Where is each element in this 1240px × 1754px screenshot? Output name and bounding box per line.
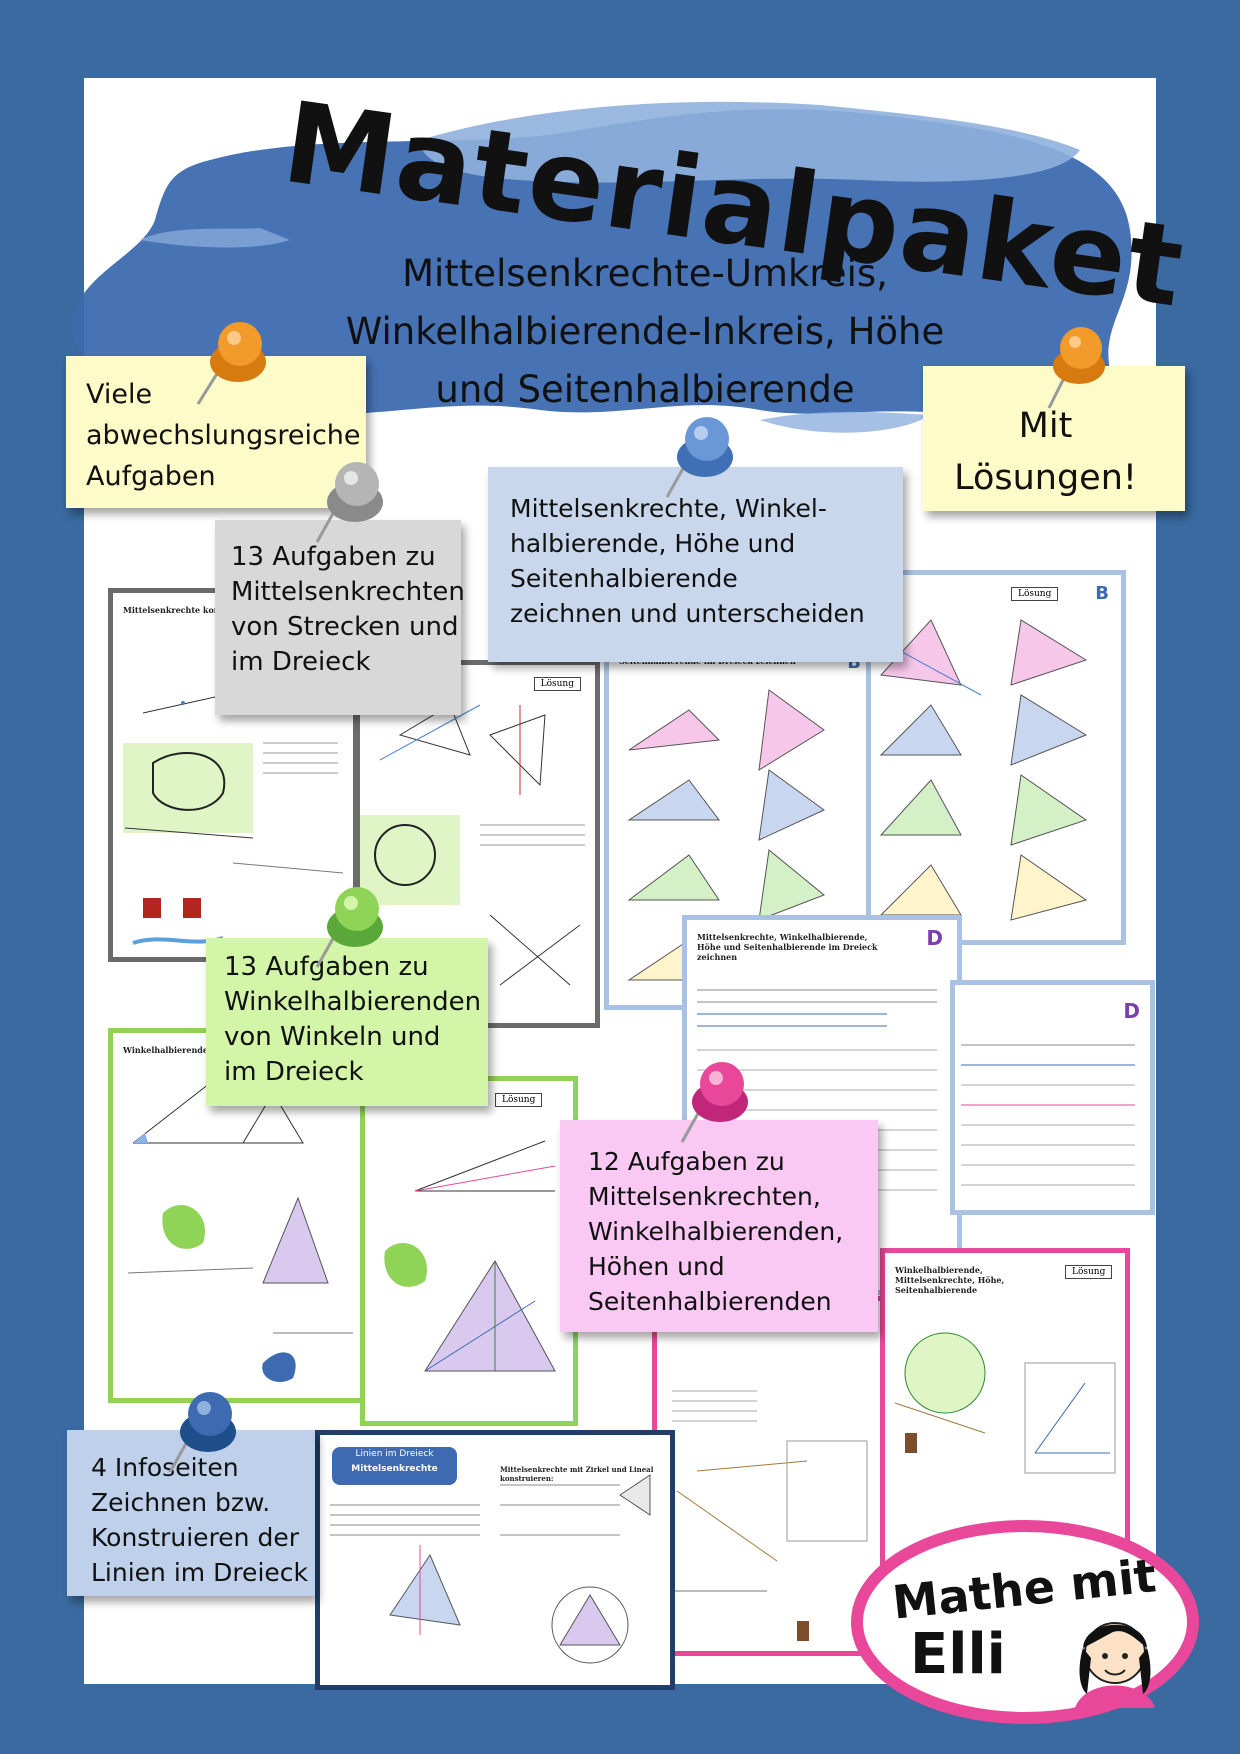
note-viele-line-1: Viele <box>86 379 153 410</box>
info-page-right-title: Mittelsenkrechte mit Zirkel und Lineal k… <box>500 1465 654 1483</box>
pushpin-icon <box>315 887 383 968</box>
note-info-line-3: Konstruieren der <box>91 1523 299 1552</box>
worksheet-sketch <box>871 619 1088 921</box>
note-pink-line-1: 12 Aufgaben zu <box>588 1147 785 1176</box>
note-pink-line-5: Seitenhalbierenden <box>588 1287 832 1316</box>
note-gray-line-1: 13 Aufgaben zu <box>231 542 436 572</box>
worksheet-sketch <box>127 1072 353 1383</box>
pushpin-icon <box>196 322 266 405</box>
note-viele-line-3: Aufgaben <box>86 461 216 492</box>
note-info-line-4: Linien im Dreieck <box>91 1558 308 1587</box>
worksheet-vergleich-loesung: D <box>950 980 1155 1215</box>
note-gray-line-3: von Strecken und <box>231 612 459 642</box>
loesung-tag: Lösung <box>1065 1265 1113 1279</box>
subtitle: Mittelsenkrechte-Umkreis, Winkelhalbiere… <box>250 245 1040 419</box>
note-info: 4 Infoseiten Zeichnen bzw. Konstruieren … <box>67 1430 315 1596</box>
pushpin-icon <box>168 1392 236 1473</box>
note-mit-line-2: Lösungen! <box>954 458 1137 498</box>
note-pink-line-4: Höhen und <box>588 1252 725 1281</box>
note-mit: Mit Lösungen! <box>923 366 1185 511</box>
note-mit-line-1: Mit <box>1018 406 1073 446</box>
note-pink: 12 Aufgaben zu Mittelsenkrechten, Winkel… <box>560 1120 878 1332</box>
info-page-header: Linien im Dreieck Mittelsenkrechte <box>332 1447 457 1485</box>
worksheet-zeichnen-loesung: Lösung B <box>866 570 1126 945</box>
note-green-line-1: 13 Aufgaben zu <box>224 952 429 982</box>
note-viele-line-2: abwechslungsreiche <box>86 420 361 451</box>
info-page-sketch <box>330 1474 651 1664</box>
worksheet-lines <box>961 1044 1135 1186</box>
pushpin-icon <box>680 1062 748 1143</box>
note-green: 13 Aufgaben zu Winkelhalbierenden von Wi… <box>206 938 488 1106</box>
worksheet-sketch <box>384 1140 556 1372</box>
info-page-subtitle: Mittelsenkrechte <box>351 1464 438 1474</box>
worksheet-title: Mittelsenkrechte, Winkelhalbierende, Höh… <box>697 932 878 962</box>
pushpin-icon <box>315 462 383 543</box>
note-info-line-1: 4 Infoseiten <box>91 1453 239 1482</box>
worksheet-title: Winkelhalbierende konstruieren <box>123 1045 269 1055</box>
badge-d: D <box>1123 999 1140 1023</box>
loesung-tag: Lösung <box>1011 587 1059 601</box>
note-blue-line-1: Mittelsenkrechte, Winkel- <box>510 494 827 523</box>
note-green-line-4: im Dreieck <box>224 1057 364 1087</box>
note-blue: Mittelsenkrechte, Winkel- halbierende, H… <box>488 467 903 662</box>
badge-d: D <box>926 926 943 950</box>
elli-avatar-icon <box>1075 1622 1155 1708</box>
worksheet-winkel-loesung: Lösung <box>360 1076 578 1426</box>
title-cloud <box>73 101 1132 433</box>
worksheet-title: Mittelsenkrechte konstruieren <box>123 605 262 615</box>
note-pink-line-3: Winkelhalbierenden, <box>588 1217 844 1246</box>
note-info-line-2: Zeichnen bzw. <box>91 1488 271 1517</box>
note-blue-line-4: zeichnen und unterscheiden <box>510 599 865 628</box>
subtitle-line-2: Winkelhalbierende-Inkreis, Höhe <box>345 310 945 353</box>
subtitle-line-3: und Seitenhalbierende <box>435 368 855 411</box>
note-gray-line-4: im Dreieck <box>231 647 371 677</box>
note-green-line-2: Winkelhalbierenden <box>224 987 482 1017</box>
loesung-tag: Lösung <box>533 677 581 691</box>
note-blue-line-3: Seitenhalbierende <box>510 564 738 593</box>
worksheet-title: Winkelhalbierende, Mittelsenkrechte, Höh… <box>895 1265 1005 1295</box>
pushpin-icon <box>665 417 733 498</box>
logo-line-2: Elli <box>910 1622 1006 1687</box>
worksheet-mix <box>652 1296 892 1656</box>
worksheet-sketch <box>894 1332 1116 1474</box>
note-green-line-3: von Winkeln und <box>224 1022 441 1052</box>
note-gray: 13 Aufgaben zu Mittelsenkrechten von Str… <box>215 520 465 715</box>
note-gray-line-2: Mittelsenkrechten <box>231 577 465 607</box>
worksheet-grid <box>662 1390 868 1641</box>
loesung-tag: Lösung <box>495 1093 543 1107</box>
info-page: Linien im Dreieck Mittelsenkrechte Mitte… <box>315 1430 675 1690</box>
note-blue-line-2: halbierende, Höhe und <box>510 529 796 558</box>
subtitle-line-1: Mittelsenkrechte-Umkreis, <box>402 252 888 295</box>
worksheet-sketch <box>360 704 585 986</box>
note-pink-line-2: Mittelsenkrechten, <box>588 1182 821 1211</box>
logo: Mathe mit Elli <box>850 1520 1200 1725</box>
badge-b: B <box>1095 583 1109 604</box>
note-viele: Viele abwechslungsreiche Aufgaben <box>66 356 366 508</box>
pushpin-icon <box>1047 327 1105 409</box>
info-page-title: Linien im Dreieck <box>355 1449 434 1459</box>
